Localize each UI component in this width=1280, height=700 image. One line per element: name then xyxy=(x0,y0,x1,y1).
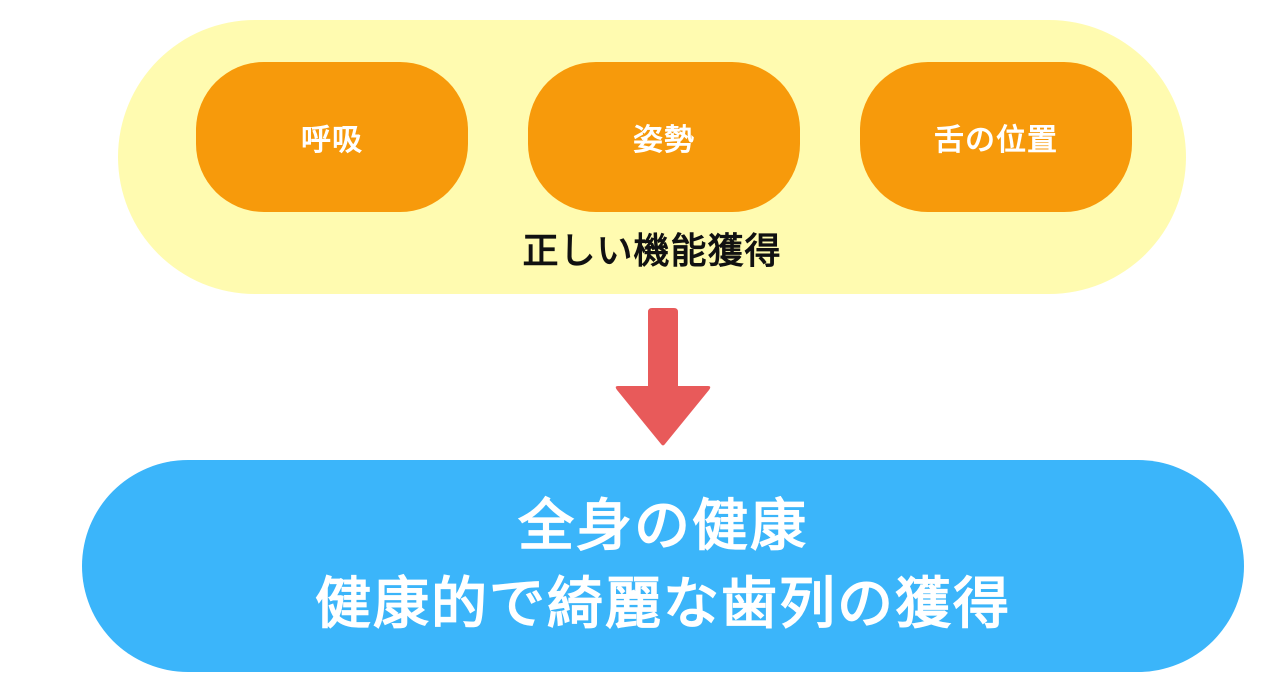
pill-label: 舌の位置 xyxy=(934,123,1058,158)
group-label: 正しい機能獲得 xyxy=(522,231,782,272)
pill-tongue-position: 舌の位置 xyxy=(860,62,1132,212)
pill-posture: 姿勢 xyxy=(528,62,800,212)
result-box: 全身の健康 健康的で綺麗な歯列の獲得 xyxy=(82,460,1244,672)
down-arrow-icon xyxy=(615,308,711,446)
pill-label: 呼吸 xyxy=(301,123,363,158)
result-line-1: 全身の健康 xyxy=(518,494,808,559)
pill-label: 姿勢 xyxy=(633,123,695,158)
pill-breathing: 呼吸 xyxy=(196,62,468,212)
result-line-2: 健康的で綺麗な歯列の獲得 xyxy=(315,572,1011,637)
